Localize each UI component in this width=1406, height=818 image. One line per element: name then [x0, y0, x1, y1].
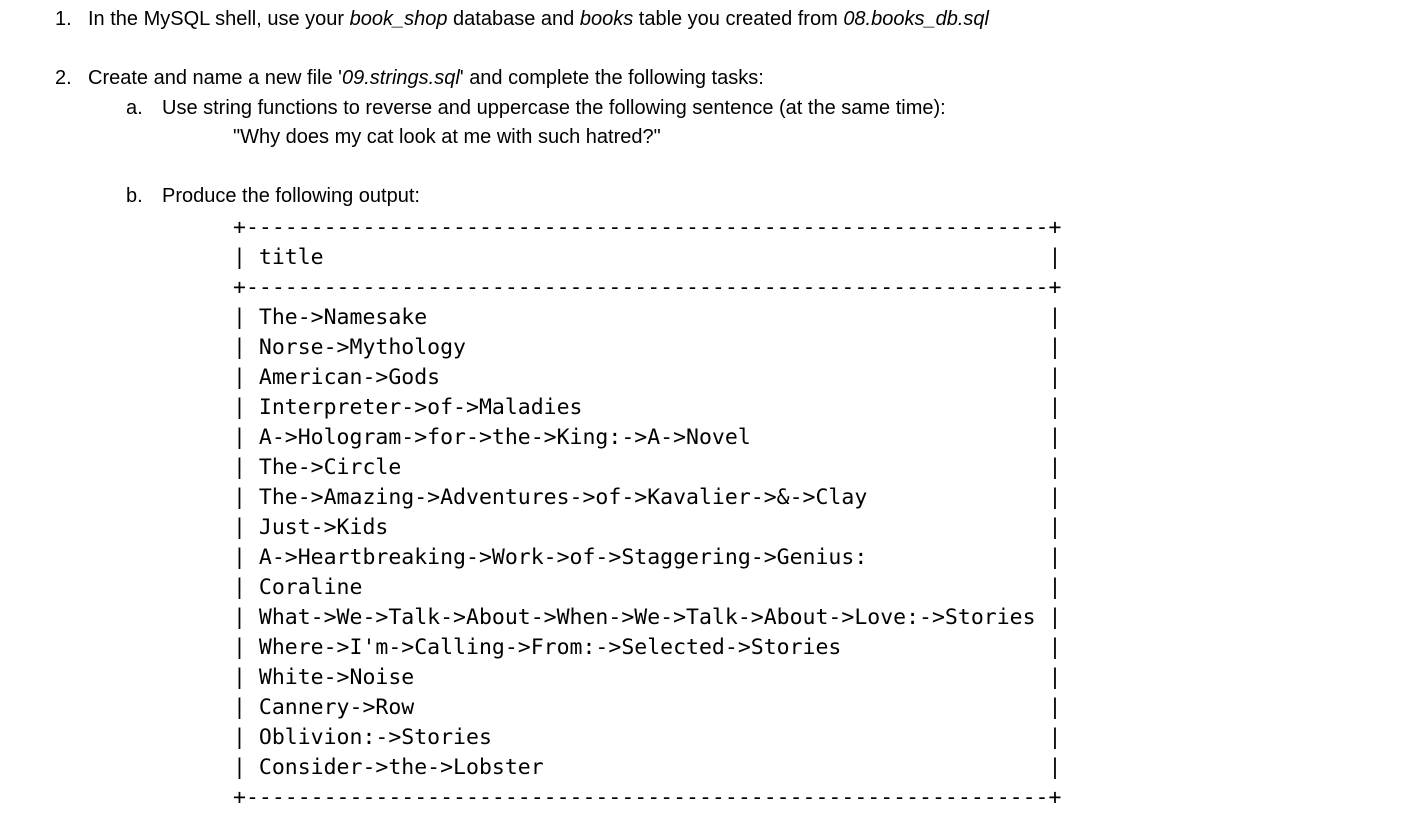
task-2b-letter: b.	[126, 185, 143, 207]
task-2-seg2: ' and complete the following tasks:	[459, 67, 764, 89]
database-name: book_shop	[349, 8, 448, 30]
task-1-text: In the MySQL shell, use your book_shop d…	[88, 4, 989, 34]
task-2a-line: a. Use string functions to reverse and u…	[0, 93, 1406, 123]
task-1-seg2: database and	[447, 8, 580, 30]
task-2-number: 2.	[55, 67, 72, 89]
task-2b-text: Produce the following output:	[162, 185, 420, 207]
task-2-seg1: Create and name a new file '	[88, 67, 342, 89]
task-2a-letter: a.	[126, 97, 143, 119]
quote-sentence: "Why does my cat look at me with such ha…	[233, 126, 661, 148]
quote-line: "Why does my cat look at me with such ha…	[0, 122, 1406, 152]
task-2-text: Create and name a new file '09.strings.s…	[88, 63, 764, 93]
task-1-seg3: table you created from	[633, 8, 844, 30]
task-2-line: 2. Create and name a new file '09.string…	[0, 63, 1406, 93]
source-file-name: 08.books_db.sql	[843, 8, 989, 30]
task-1-seg1: In the MySQL shell, use your	[88, 8, 350, 30]
task-2b-line: b. Produce the following output:	[0, 181, 1406, 211]
table-name: books	[579, 8, 634, 30]
new-file-name: 09.strings.sql	[341, 67, 460, 89]
task-1-line: 1. In the MySQL shell, use your book_sho…	[0, 4, 1406, 34]
sql-output-block: +---------------------------------------…	[233, 215, 1062, 810]
task-2a-text: Use string functions to reverse and uppe…	[162, 97, 946, 119]
task-1-number: 1.	[55, 8, 72, 30]
